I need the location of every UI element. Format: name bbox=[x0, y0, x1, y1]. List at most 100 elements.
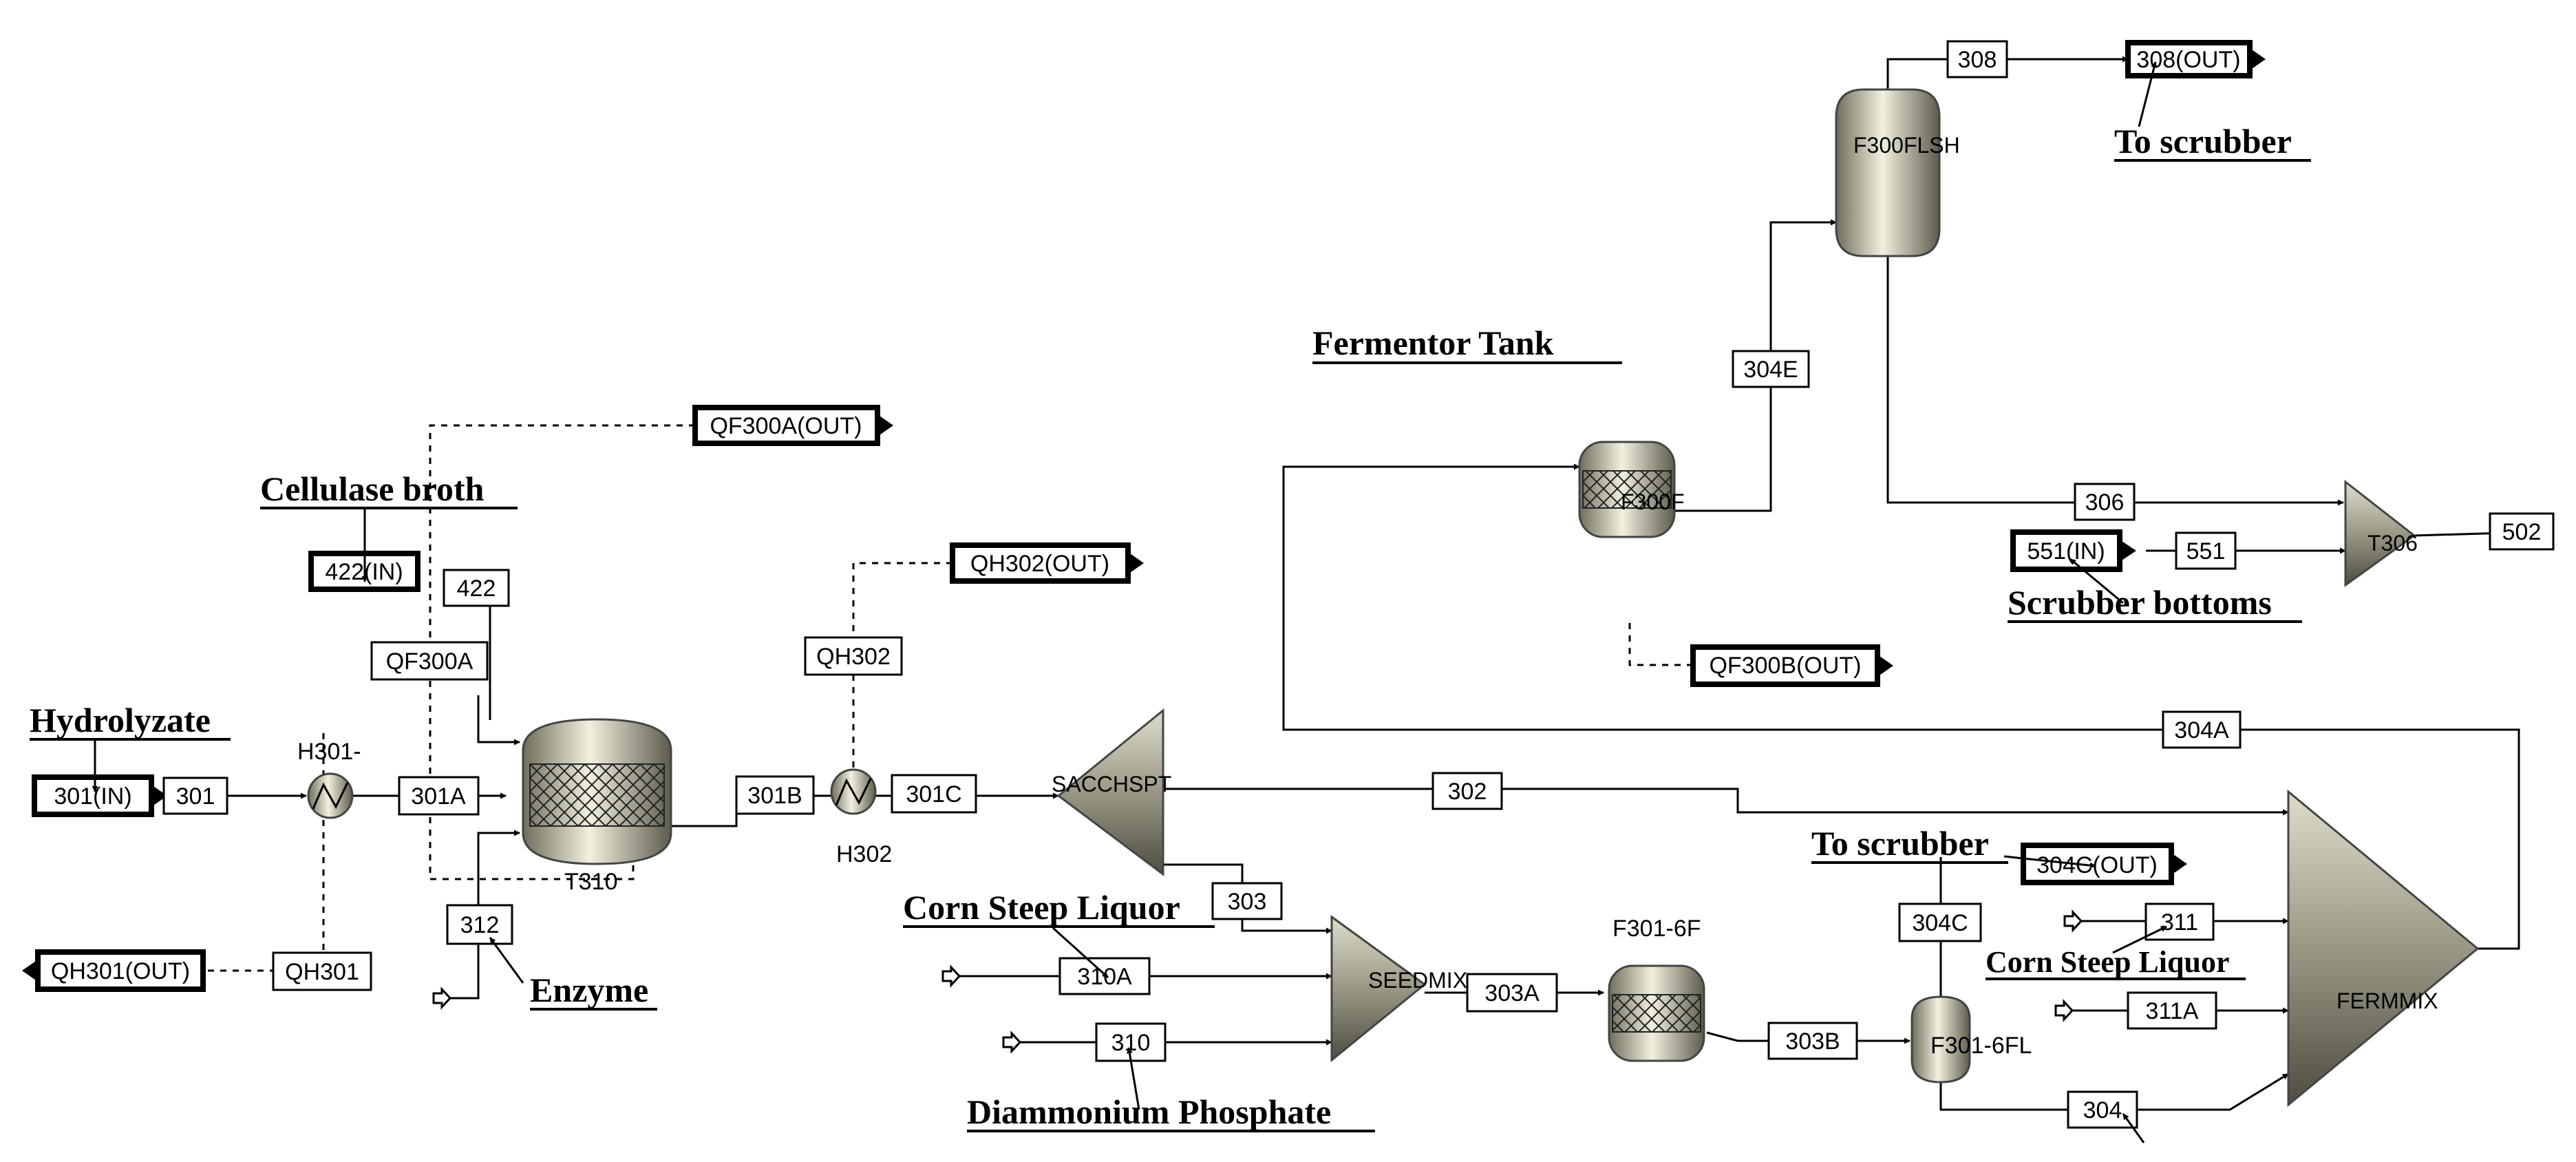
svg-text:308: 308 bbox=[1958, 47, 1997, 73]
svg-text:QF300A(OUT): QF300A(OUT) bbox=[710, 413, 862, 439]
svg-text:304C(OUT): 304C(OUT) bbox=[2036, 852, 2158, 878]
block-label-fermmix: FERMMIX bbox=[2337, 989, 2438, 1013]
svg-text:422: 422 bbox=[457, 575, 496, 602]
reactor-t310[interactable]: T310 bbox=[522, 718, 672, 895]
svg-text:QF300A: QF300A bbox=[386, 648, 473, 675]
stream-label-303a[interactable]: 303A bbox=[1466, 973, 1558, 1013]
flash-drum-f300flsh[interactable]: F300FLSH bbox=[1835, 88, 1960, 257]
port-qf300b-out[interactable]: QF300B(OUT) bbox=[1690, 644, 1893, 687]
svg-text:310: 310 bbox=[1111, 1030, 1151, 1056]
seed-fermentor-f301-6f[interactable]: F301-6F bbox=[1608, 916, 1705, 1062]
stream-label-308[interactable]: 308 bbox=[1946, 40, 2008, 78]
feed-arrow-311 bbox=[2063, 909, 2083, 933]
svg-text:303B: 303B bbox=[1785, 1028, 1840, 1055]
stream-label-301a[interactable]: 301A bbox=[398, 776, 480, 816]
stream-label-312[interactable]: 312 bbox=[446, 904, 513, 945]
svg-text:308(OUT): 308(OUT) bbox=[2136, 47, 2240, 73]
svg-text:QH302: QH302 bbox=[816, 644, 891, 670]
svg-text:QH302(OUT): QH302(OUT) bbox=[970, 551, 1109, 577]
svg-text:311: 311 bbox=[2161, 909, 2198, 936]
mixer-fermmix[interactable]: FERMMIX bbox=[2287, 789, 2480, 1108]
block-label-f301-6f: F301-6F bbox=[1612, 916, 1701, 942]
feed-arrow-310 bbox=[1002, 1031, 1022, 1054]
port-qh301-out[interactable]: QH301(OUT) bbox=[22, 949, 206, 992]
svg-text:QH301: QH301 bbox=[285, 959, 359, 985]
stream-label-304c[interactable]: 304C bbox=[1898, 902, 1982, 942]
svg-text:502: 502 bbox=[2502, 519, 2542, 545]
heater-h301[interactable]: H301- bbox=[297, 739, 361, 819]
block-label-t306: T306 bbox=[2367, 531, 2418, 556]
annotations: Fermentor Tank Cellulase broth Hydrolyza… bbox=[30, 122, 2311, 1132]
port-551-in[interactable]: 551(IN) bbox=[2010, 529, 2136, 572]
annotation-arrows bbox=[92, 61, 2167, 1143]
port-304c-out[interactable]: 304C(OUT) bbox=[2021, 843, 2187, 885]
stream-label-303b[interactable]: 303B bbox=[1767, 1022, 1858, 1060]
note-to-scrubber-1: To scrubber bbox=[2114, 122, 2292, 160]
unit-blocks: F300FLSH F300F T306 H301- T310 H bbox=[297, 88, 2480, 1108]
port-308-out[interactable]: 308(OUT) bbox=[2125, 40, 2266, 78]
stream-label-422[interactable]: 422 bbox=[443, 569, 510, 607]
stream-label-qh302[interactable]: QH302 bbox=[804, 636, 903, 676]
stream-label-502[interactable]: 502 bbox=[2489, 512, 2555, 551]
stream-label-qf300a[interactable]: QF300A bbox=[370, 641, 489, 681]
note-corn-steep-liquor-1: Corn Steep Liquor bbox=[903, 888, 1180, 927]
note-diammonium-phosphate: Diammonium Phosphate bbox=[967, 1092, 1331, 1131]
svg-text:303A: 303A bbox=[1484, 980, 1540, 1006]
svg-text:QF300B(OUT): QF300B(OUT) bbox=[1709, 653, 1861, 679]
stream-label-304[interactable]: 304 bbox=[2067, 1090, 2138, 1129]
block-label-sacchspt: SACCHSPT bbox=[1052, 772, 1171, 796]
port-301-in[interactable]: 301(IN) bbox=[32, 774, 167, 817]
feed-arrow-310a bbox=[941, 964, 961, 988]
stream-label-311a[interactable]: 311A bbox=[2127, 991, 2217, 1030]
svg-text:304: 304 bbox=[2083, 1097, 2122, 1123]
feed-arrow-311a bbox=[2054, 999, 2074, 1022]
port-qf300a-out[interactable]: QF300A(OUT) bbox=[692, 405, 893, 446]
port-qh302-out[interactable]: QH302(OUT) bbox=[950, 542, 1144, 584]
feed-arrow-enzyme bbox=[432, 986, 452, 1010]
stream-label-304e[interactable]: 304E bbox=[1732, 350, 1810, 388]
svg-text:306: 306 bbox=[2085, 489, 2125, 516]
fermentor-f300f[interactable]: F300F bbox=[1578, 441, 1684, 538]
note-hydrolyzate: Hydrolyzate bbox=[30, 701, 211, 739]
stream-label-304a[interactable]: 304A bbox=[2162, 710, 2242, 749]
note-corn-steep-liquor-2: Corn Steep Liquor bbox=[1986, 945, 2229, 979]
block-label-h301: H301- bbox=[297, 739, 361, 765]
svg-text:310A: 310A bbox=[1077, 964, 1132, 990]
note-enzyme: Enzyme bbox=[530, 971, 648, 1009]
svg-text:302: 302 bbox=[1448, 779, 1487, 805]
stream-label-311[interactable]: 311 bbox=[2144, 902, 2215, 941]
svg-text:311A: 311A bbox=[2146, 998, 2199, 1024]
stream-label-301b[interactable]: 301B bbox=[735, 775, 815, 815]
block-label-f300flsh: F300FLSH bbox=[1853, 133, 1960, 158]
svg-text:QH301(OUT): QH301(OUT) bbox=[51, 958, 190, 984]
svg-text:304A: 304A bbox=[2174, 717, 2229, 743]
svg-text:312: 312 bbox=[460, 912, 500, 938]
stream-label-302[interactable]: 302 bbox=[1431, 772, 1503, 810]
heater-h302[interactable]: H302 bbox=[830, 768, 892, 867]
note-cellulase-broth: Cellulase broth bbox=[260, 469, 485, 508]
stream-label-qh301[interactable]: QH301 bbox=[272, 951, 372, 991]
svg-text:301B: 301B bbox=[747, 783, 802, 809]
splitter-sacchspt[interactable]: SACCHSPT bbox=[1052, 708, 1171, 876]
stream-label-boxes: 308 304E 306 551 502 304A 422 QF300A QH3… bbox=[162, 40, 2555, 1129]
stream-label-310a[interactable]: 310A bbox=[1058, 957, 1151, 995]
svg-text:301(IN): 301(IN) bbox=[54, 783, 131, 810]
mixer-t306[interactable]: T306 bbox=[2344, 479, 2418, 587]
stream-label-551[interactable]: 551 bbox=[2175, 531, 2237, 570]
flash-drum-f301-6fl[interactable]: F301-6FL bbox=[1910, 995, 2032, 1084]
block-label-f301-6fl: F301-6FL bbox=[1930, 1033, 2032, 1059]
block-label-t310: T310 bbox=[564, 869, 618, 895]
svg-text:303: 303 bbox=[1228, 889, 1267, 915]
feed-arrows bbox=[432, 909, 2083, 1054]
stream-label-301c[interactable]: 301C bbox=[891, 774, 977, 814]
block-label-seedmix: SEEDMIX bbox=[1368, 968, 1467, 993]
stream-label-303[interactable]: 303 bbox=[1211, 882, 1283, 920]
note-to-scrubber-2: To scrubber bbox=[1811, 824, 1989, 863]
stream-label-306[interactable]: 306 bbox=[2074, 483, 2136, 521]
svg-text:301C: 301C bbox=[906, 781, 961, 807]
note-fermentor-tank: Fermentor Tank bbox=[1312, 324, 1554, 362]
mixer-seedmix[interactable]: SEEDMIX bbox=[1330, 915, 1467, 1063]
stream-label-301[interactable]: 301 bbox=[162, 777, 228, 815]
svg-text:304E: 304E bbox=[1743, 357, 1798, 383]
